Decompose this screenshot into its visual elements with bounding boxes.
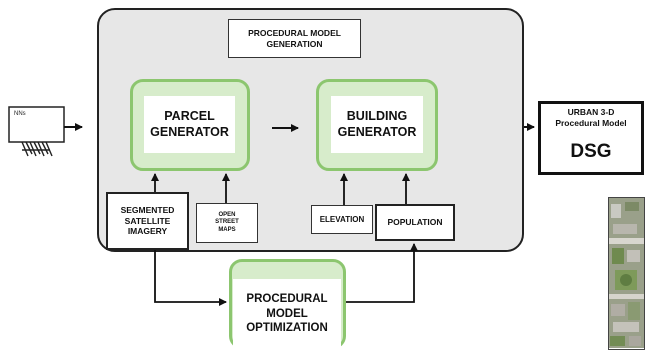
- imagery-to-optimization-arrow: [154, 250, 227, 306]
- parcel-generator-label: PARCEL GENERATOR: [144, 96, 235, 153]
- output-title: URBAN 3-D Procedural Model: [555, 107, 627, 128]
- optimization-label: PROCEDURAL MODEL OPTIMIZATION: [233, 279, 341, 349]
- satellite-image-graphic: [609, 198, 644, 348]
- population-node: POPULATION: [375, 204, 455, 241]
- output-dsg-label: DSG: [570, 141, 612, 163]
- open-street-maps-node: OPEN STREET MAPS: [196, 203, 258, 243]
- satellite-image: [608, 197, 645, 350]
- neural-network-icon: [8, 106, 65, 157]
- segmented-imagery-node: SEGMENTED SATELLITE IMAGERY: [106, 192, 189, 250]
- optimization-to-population-arrow: [346, 243, 418, 303]
- elevation-node: ELEVATION: [311, 205, 373, 234]
- output-node: [538, 101, 644, 175]
- input-label: NNs: [14, 111, 26, 117]
- building-generator-label: BUILDING GENERATOR: [331, 96, 423, 153]
- panel-title: PROCEDURAL MODEL GENERATION: [228, 19, 361, 58]
